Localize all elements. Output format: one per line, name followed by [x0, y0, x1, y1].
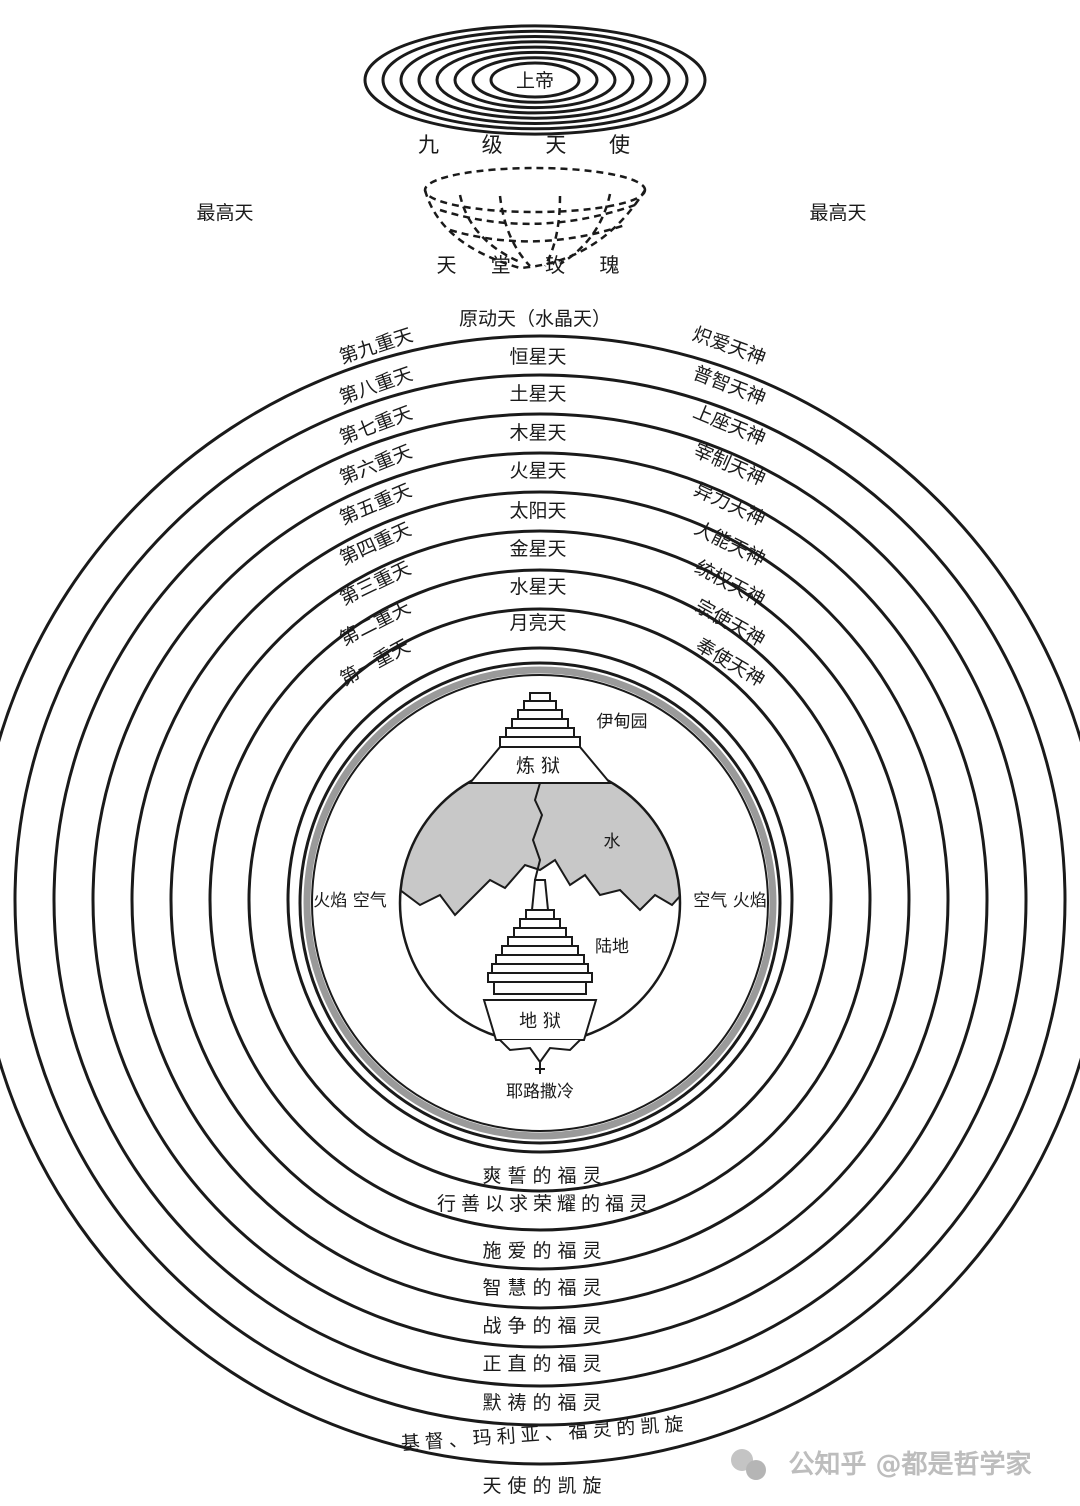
god-rings: [363, 24, 707, 136]
label-sphere-center: 金星天: [509, 538, 566, 560]
sphere-ring-5: [130, 490, 950, 1310]
water-region: [400, 782, 680, 917]
label-sphere-bottom: 正直的福灵: [482, 1353, 607, 1375]
label-nine-angels: 九 级 天 使: [418, 133, 648, 157]
label-sphere-bottom: 智慧的福灵: [482, 1277, 607, 1299]
god-ring: [453, 50, 617, 110]
label-sphere-bottom: 行善以求荣耀的福灵: [437, 1193, 653, 1215]
label-sphere-bottom: 战争的福灵: [482, 1315, 607, 1337]
god-ring: [399, 35, 671, 125]
label-sphere-bottom: 施爱的福灵: [482, 1240, 607, 1262]
sphere-of-air-ring: [311, 674, 769, 1132]
label-sphere-center: 月亮天: [509, 612, 566, 634]
sphere-ring-6: [91, 451, 989, 1349]
watermark: 公知乎 @都是哲学家: [731, 1449, 1032, 1480]
god-ring: [471, 56, 599, 104]
label-sphere-center: 木星天: [509, 422, 566, 444]
label-hell: 地 狱: [519, 1011, 561, 1032]
label-celestial-rose: 天 堂 玫 瑰: [436, 253, 633, 277]
label-god: 上帝: [516, 70, 554, 92]
god-ring: [381, 29, 689, 131]
god-ring: [435, 45, 635, 115]
celestial-rose-icon: [423, 166, 647, 270]
sphere-of-fire-band: [303, 666, 777, 1140]
watermark-text: 公知乎 @都是哲学家: [788, 1449, 1031, 1480]
label-sphere-center: 水星天: [509, 576, 566, 598]
label-eden: 伊甸园: [597, 712, 648, 732]
label-sphere-center: 原动天（水晶天）: [459, 308, 611, 330]
label-empyrean-left: 最高天: [196, 202, 253, 224]
label-sphere-center: 太阳天: [509, 500, 566, 522]
label-land: 陆地: [595, 937, 629, 957]
sphere-ring-3: [208, 568, 872, 1232]
label-sphere-center: 火星天: [509, 460, 566, 482]
purgatory-mountain-icon: [467, 692, 613, 784]
label-sphere-bottom: 爽誓的福灵: [482, 1165, 607, 1187]
sphere-ring-9: [0, 334, 1080, 1466]
god-ring: [417, 40, 653, 120]
sphere-ring-1: [286, 646, 794, 1154]
god-ring: [363, 24, 707, 136]
sphere-ring-8: [13, 373, 1067, 1427]
label-fire-air-left: 火焰 空气: [313, 891, 386, 911]
label-sphere-bottom: 天使的凯旋: [482, 1475, 607, 1497]
label-empyrean-right: 最高天: [809, 202, 866, 224]
wechat-icon-bubble: [746, 1460, 766, 1480]
sphere-ring-2: [247, 607, 833, 1193]
label-sphere-bottom: 基督、玛利亚、福灵的凯旋: [400, 1413, 689, 1455]
label-purgatory: 炼 狱: [516, 755, 560, 777]
label-air-fire-right: 空气 火焰: [693, 891, 766, 911]
label-sphere-center: 土星天: [509, 383, 566, 405]
sphere-ring-7: [52, 412, 1028, 1388]
hell-cone-icon: [482, 879, 598, 1074]
sphere-ring-4: [169, 529, 911, 1271]
god-ring: [489, 61, 581, 99]
label-jerusalem: 耶路撒冷: [506, 1082, 574, 1102]
label-sphere-center: 恒星天: [509, 346, 566, 368]
label-water: 水: [604, 832, 621, 852]
label-sphere-bottom: 默祷的福灵: [482, 1392, 607, 1414]
heaven-spheres: [0, 334, 1080, 1466]
